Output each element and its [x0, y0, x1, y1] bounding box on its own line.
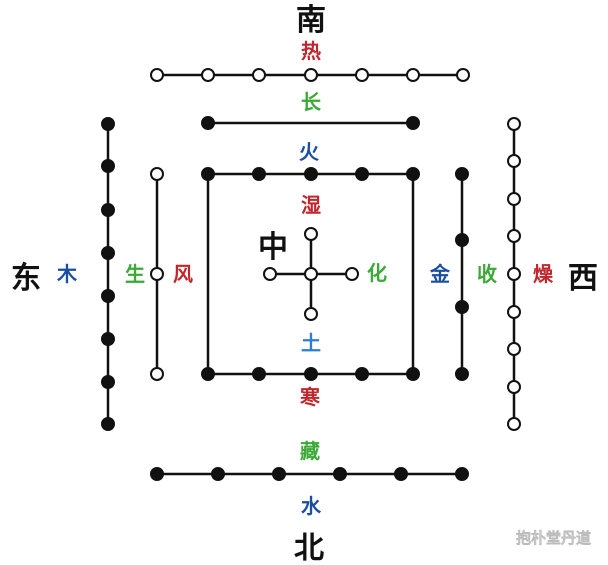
center-process: 化 — [367, 261, 387, 285]
watermark: 抱朴堂丹道 — [483, 529, 591, 551]
yin-dot — [101, 417, 115, 431]
yin-dot — [252, 367, 266, 381]
north-process: 藏 — [300, 439, 320, 463]
yin-dot — [406, 367, 420, 381]
yin-dot — [455, 467, 469, 481]
yang-dot — [263, 267, 277, 281]
yang-dot — [507, 380, 521, 394]
yin-dot — [355, 367, 369, 381]
yin-dot — [333, 467, 347, 481]
yang-dot — [150, 267, 164, 281]
yang-dot — [507, 305, 521, 319]
yin-dot — [211, 467, 225, 481]
watermark-text: 抱朴堂丹道 — [516, 529, 591, 547]
yin-dot — [355, 167, 369, 181]
yang-dot — [150, 367, 164, 381]
west-element: 金 — [429, 262, 451, 286]
east-process: 生 — [125, 262, 145, 286]
yang-dot — [201, 68, 215, 82]
south-element: 火 — [299, 140, 320, 164]
yin-dot — [394, 467, 408, 481]
south-process: 长 — [301, 90, 322, 114]
direction-center: 中 — [258, 230, 288, 265]
yang-dot — [507, 229, 521, 243]
yin-dot — [406, 167, 420, 181]
yin-dot — [304, 367, 318, 381]
direction-east: 东 — [11, 261, 41, 296]
north-element: 水 — [301, 494, 322, 518]
yang-dot — [507, 267, 521, 281]
yang-dot — [150, 68, 164, 82]
yin-dot — [252, 167, 266, 181]
yin-dot — [101, 246, 115, 260]
north-climate: 寒 — [300, 385, 321, 409]
diagram-dots — [101, 68, 521, 481]
yin-dot — [201, 116, 215, 130]
yin-dot — [455, 367, 469, 381]
yin-dot — [201, 367, 215, 381]
yin-dot — [150, 467, 164, 481]
yang-dot — [507, 154, 521, 168]
east-climate: 风 — [173, 262, 193, 286]
yang-dot — [507, 342, 521, 356]
yang-dot — [406, 68, 420, 82]
direction-south: 南 — [296, 3, 326, 38]
yin-dot — [272, 467, 286, 481]
wechat-icon — [483, 529, 511, 551]
direction-north: 北 — [294, 531, 324, 565]
yang-dot — [150, 167, 164, 181]
yang-dot — [304, 68, 318, 82]
yang-dot — [252, 68, 266, 82]
yang-dot — [304, 267, 318, 281]
yin-dot — [304, 167, 318, 181]
yang-dot — [507, 192, 521, 206]
east-element: 木 — [56, 262, 78, 286]
yin-dot — [455, 300, 469, 314]
yang-dot — [304, 307, 318, 321]
direction-west: 西 — [568, 261, 598, 296]
yang-dot — [345, 267, 359, 281]
yin-dot — [101, 203, 115, 217]
center-climate: 湿 — [301, 193, 321, 217]
yin-dot — [455, 167, 469, 181]
center-element: 土 — [301, 331, 321, 355]
west-climate: 燥 — [533, 262, 554, 286]
yang-dot — [355, 68, 369, 82]
yin-dot — [101, 117, 115, 131]
yin-dot — [201, 167, 215, 181]
yin-dot — [406, 116, 420, 130]
yin-dot — [101, 159, 115, 173]
yin-dot — [101, 289, 115, 303]
yang-dot — [507, 117, 521, 131]
yang-dot — [304, 227, 318, 241]
yin-dot — [101, 332, 115, 346]
south-climate: 热 — [301, 39, 321, 63]
yang-dot — [507, 417, 521, 431]
west-process: 收 — [477, 262, 497, 286]
yin-dot — [101, 375, 115, 389]
yin-dot — [455, 233, 469, 247]
yang-dot — [456, 68, 470, 82]
